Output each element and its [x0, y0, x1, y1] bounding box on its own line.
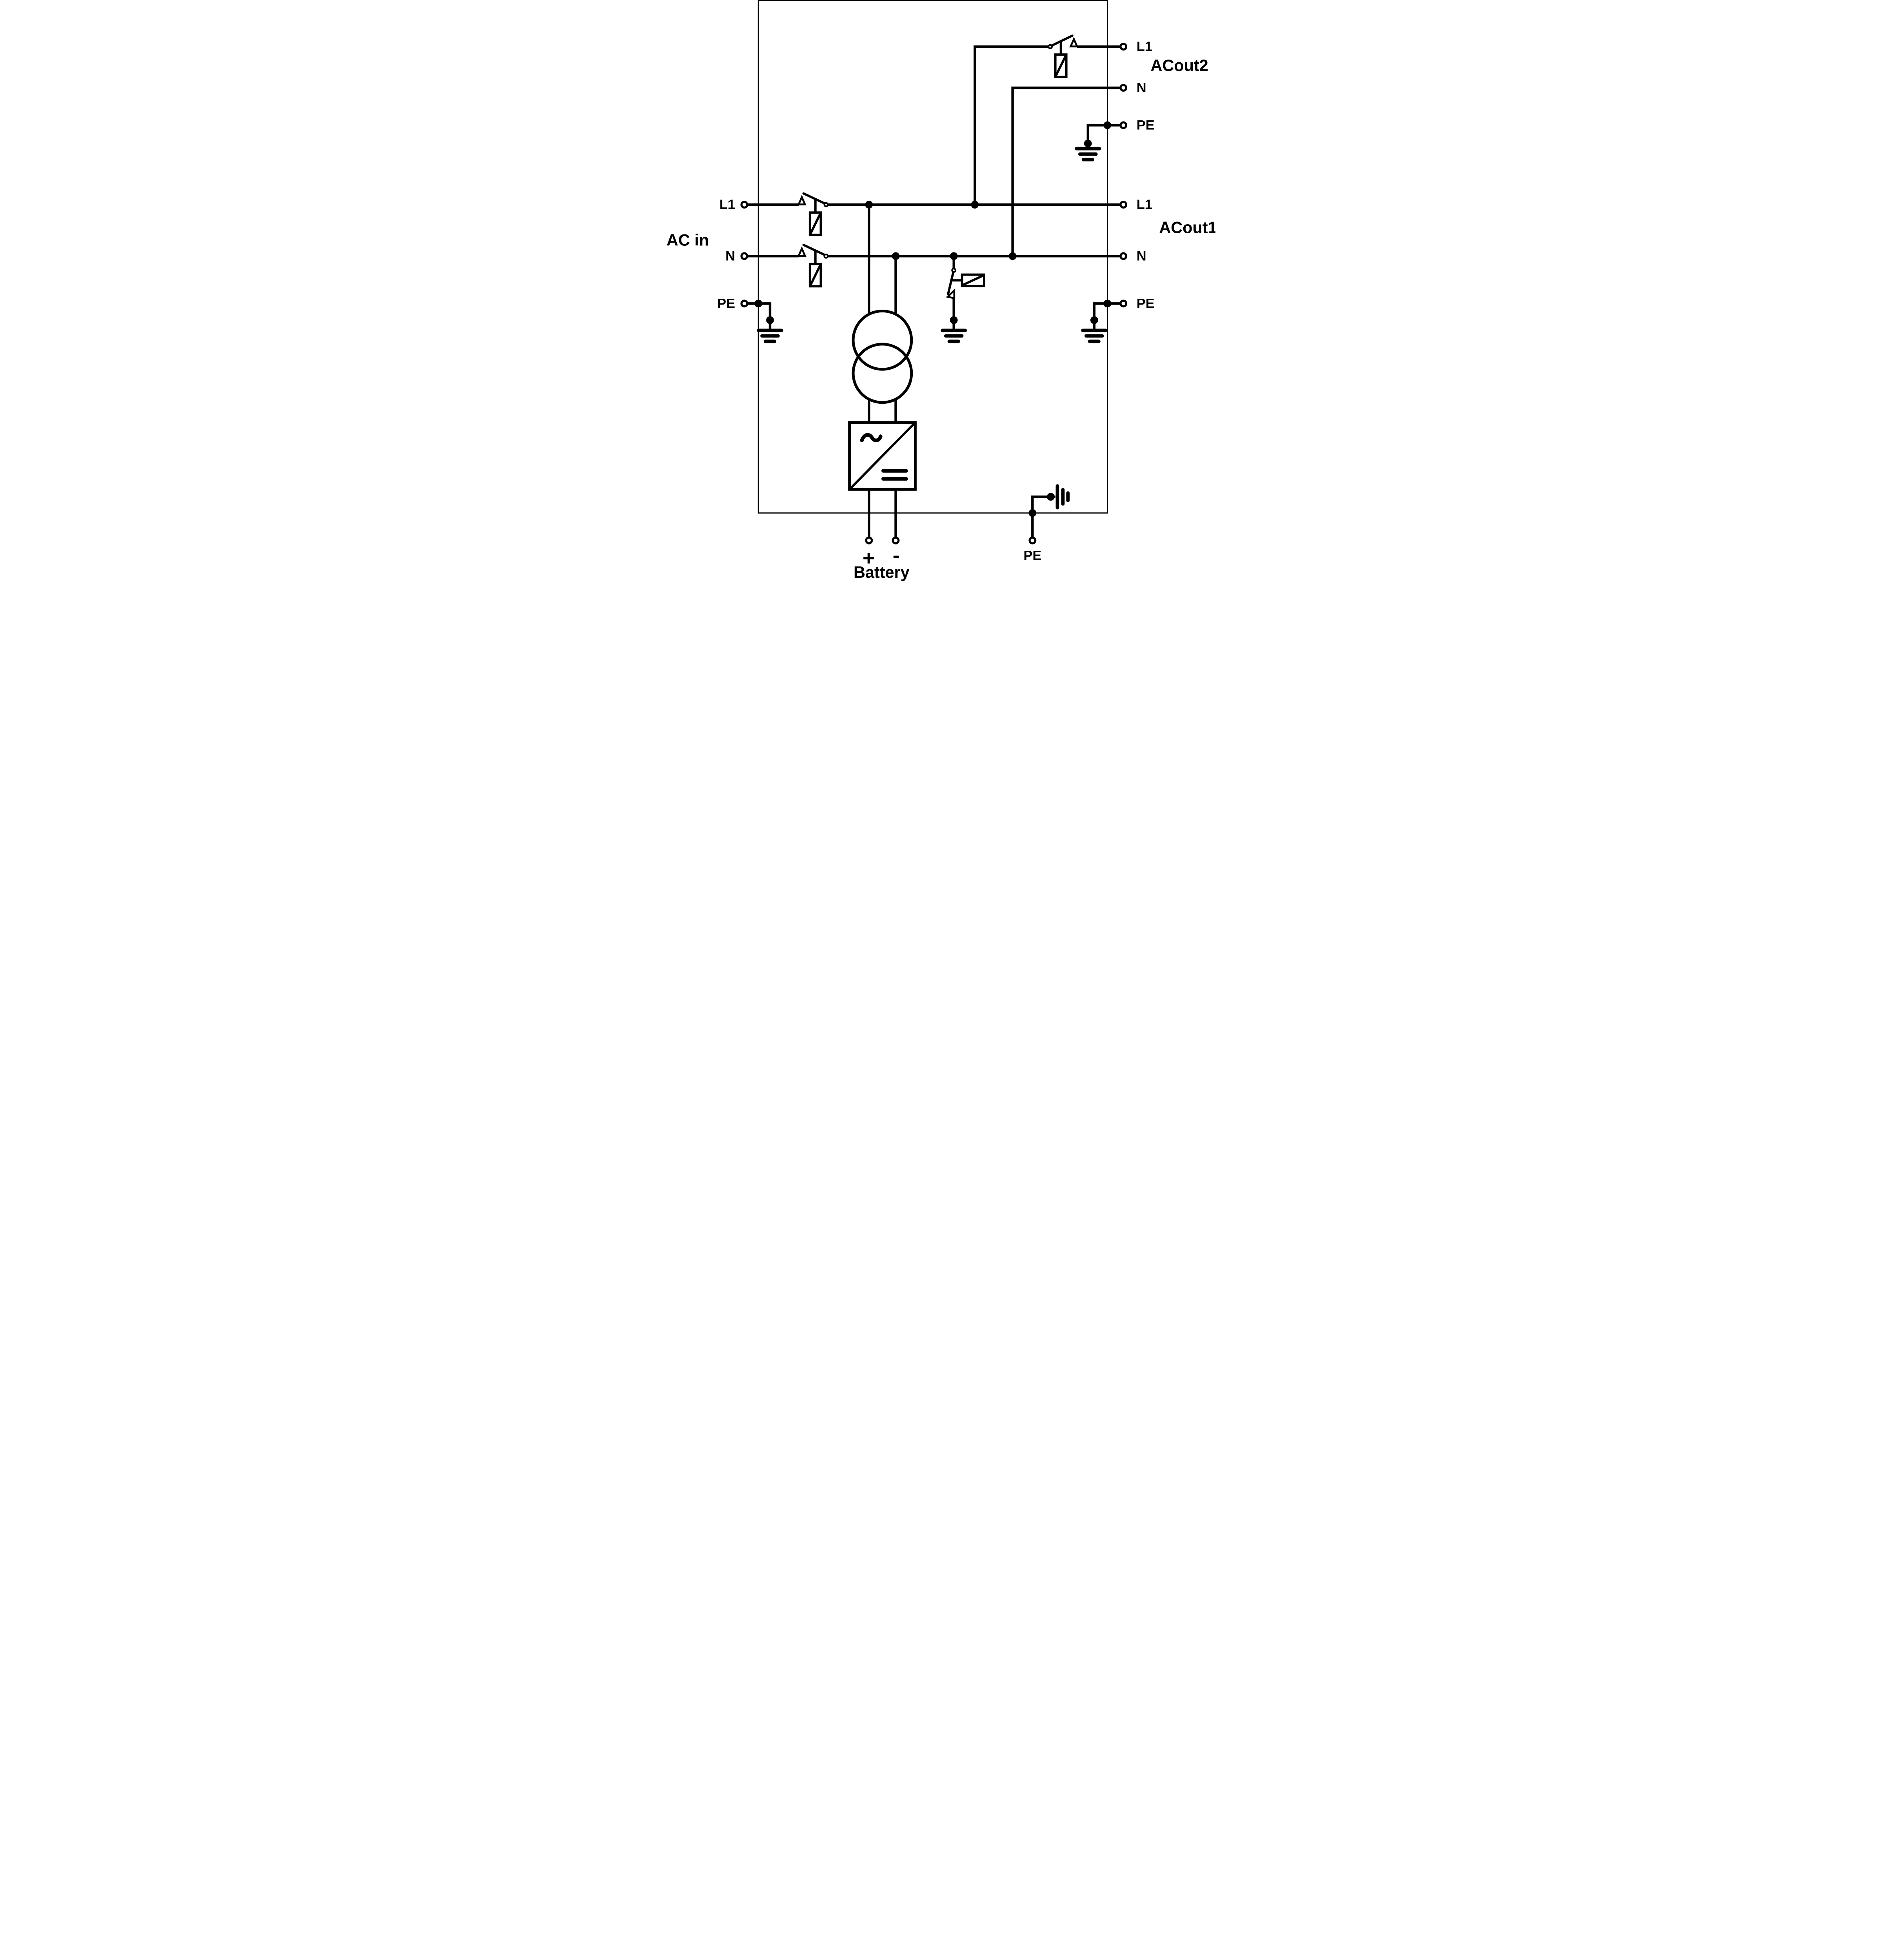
acout1-pe-label: PE: [1137, 296, 1155, 311]
junction-dot-icon: [892, 252, 900, 260]
wire-segment: [1011, 86, 1121, 256]
ac-tilde-icon: [860, 433, 883, 443]
junction-dot-icon: [1103, 121, 1112, 129]
relay-coil-diagonal: [809, 263, 822, 287]
inverter-diagonal: [848, 421, 916, 490]
terminal-icon-acin-l1: [740, 201, 748, 209]
junction-dot-icon: [1084, 140, 1092, 147]
battery-minus-label: -: [893, 544, 900, 567]
terminals: [740, 43, 1128, 544]
acout2-relay: [1048, 34, 1079, 78]
wire-segment: [1031, 495, 1055, 538]
junction-dot-icon: [1028, 509, 1037, 517]
junction-dot-icon: [1047, 493, 1055, 501]
inverter-charger-icon: [848, 421, 917, 491]
chassis-pe-label: PE: [1023, 548, 1041, 563]
terminal-icon-acout1-l1: [1119, 201, 1128, 209]
diagram-canvas: L1 N PE AC in L1 N PE ACout2 L1 N PE ACo…: [667, 0, 1215, 581]
acin-pe-label: PE: [717, 296, 735, 311]
junction-dot-icon: [766, 316, 774, 324]
wire-segment: [1093, 302, 1121, 320]
chassis-ground-icon: [1055, 484, 1070, 510]
ups-wiring-diagram: L1 N PE AC in L1 N PE ACout2 L1 N PE ACo…: [667, 0, 1215, 581]
earth-ground-icon: [1081, 328, 1108, 343]
earth-ground-icon: [757, 328, 783, 343]
terminal-icon-acin-n: [740, 252, 748, 260]
acout2-pe-label: PE: [1137, 118, 1155, 132]
relay-blade-icon: [1050, 34, 1074, 47]
relay-pivot-icon: [823, 253, 829, 259]
input-relay-l1: [797, 192, 829, 236]
wire-segment: [1086, 124, 1121, 144]
earth-ground-icon: [941, 328, 967, 343]
junction-dot-icon: [1103, 299, 1112, 308]
terminal-icon-acout2-l1: [1119, 43, 1128, 51]
terminal-icon-acout2-n: [1119, 84, 1128, 92]
terminal-icon-acout1-n: [1119, 252, 1128, 260]
relay-pivot-icon: [823, 202, 829, 207]
acin-n-label: N: [725, 249, 735, 263]
relay-blade-icon: [947, 271, 954, 296]
transformer-icon: [852, 309, 913, 404]
transformer-secondary-winding: [852, 343, 913, 404]
acout1-section-label: ACout1: [1159, 218, 1215, 236]
junction-dots: [754, 121, 1112, 517]
acout2-section-label: ACout2: [1151, 56, 1208, 74]
junction-dot-icon: [971, 201, 979, 209]
terminal-icon-battery-plus: [865, 536, 873, 544]
terminal-icon-chassis-pe: [1028, 536, 1037, 544]
transformer-primary-winding: [852, 309, 913, 371]
acin-section-label: AC in: [667, 231, 709, 249]
relay-coil-diagonal: [1054, 54, 1068, 78]
relay-pivot-icon: [951, 268, 957, 273]
input-relay-n: [797, 243, 829, 288]
terminal-icon-acin-pe: [740, 299, 748, 308]
wire-segment: [974, 45, 1049, 205]
junction-dot-icon: [1008, 252, 1017, 260]
junction-dot-icon: [950, 316, 958, 324]
relay-coil-diagonal: [809, 212, 822, 236]
terminal-icon-acout2-pe: [1119, 121, 1128, 129]
relay-blade-icon: [802, 243, 826, 256]
battery-plus-label: +: [863, 546, 875, 570]
relay-blade-icon: [802, 192, 826, 205]
wiring: [747, 45, 1121, 538]
ground-relay: [946, 268, 985, 299]
acout2-n-label: N: [1137, 80, 1146, 95]
acout1-n-label: N: [1137, 249, 1146, 263]
labels: L1 N PE AC in L1 N PE ACout2 L1 N PE ACo…: [667, 39, 1215, 581]
terminal-icon-acout1-pe: [1119, 299, 1128, 308]
acout1-l1-label: L1: [1137, 197, 1152, 212]
relay-fixed-contact-icon: [946, 288, 956, 299]
acin-l1-label: L1: [719, 197, 735, 212]
junction-dot-icon: [865, 201, 873, 209]
junction-dot-icon: [950, 252, 958, 260]
acout2-l1-label: L1: [1137, 39, 1152, 54]
relay-coil-diagonal: [962, 274, 984, 287]
junction-dot-icon: [754, 299, 763, 308]
earth-ground-icon: [1075, 147, 1101, 162]
relay-fixed-contact-icon: [797, 246, 807, 257]
terminal-icon-battery-minus: [892, 536, 900, 544]
relay-fixed-contact-icon: [797, 195, 807, 205]
relay-pivot-icon: [1048, 44, 1053, 49]
battery-section-label: Battery: [854, 563, 910, 581]
junction-dot-icon: [1090, 316, 1098, 324]
relay-fixed-contact-icon: [1069, 36, 1079, 47]
